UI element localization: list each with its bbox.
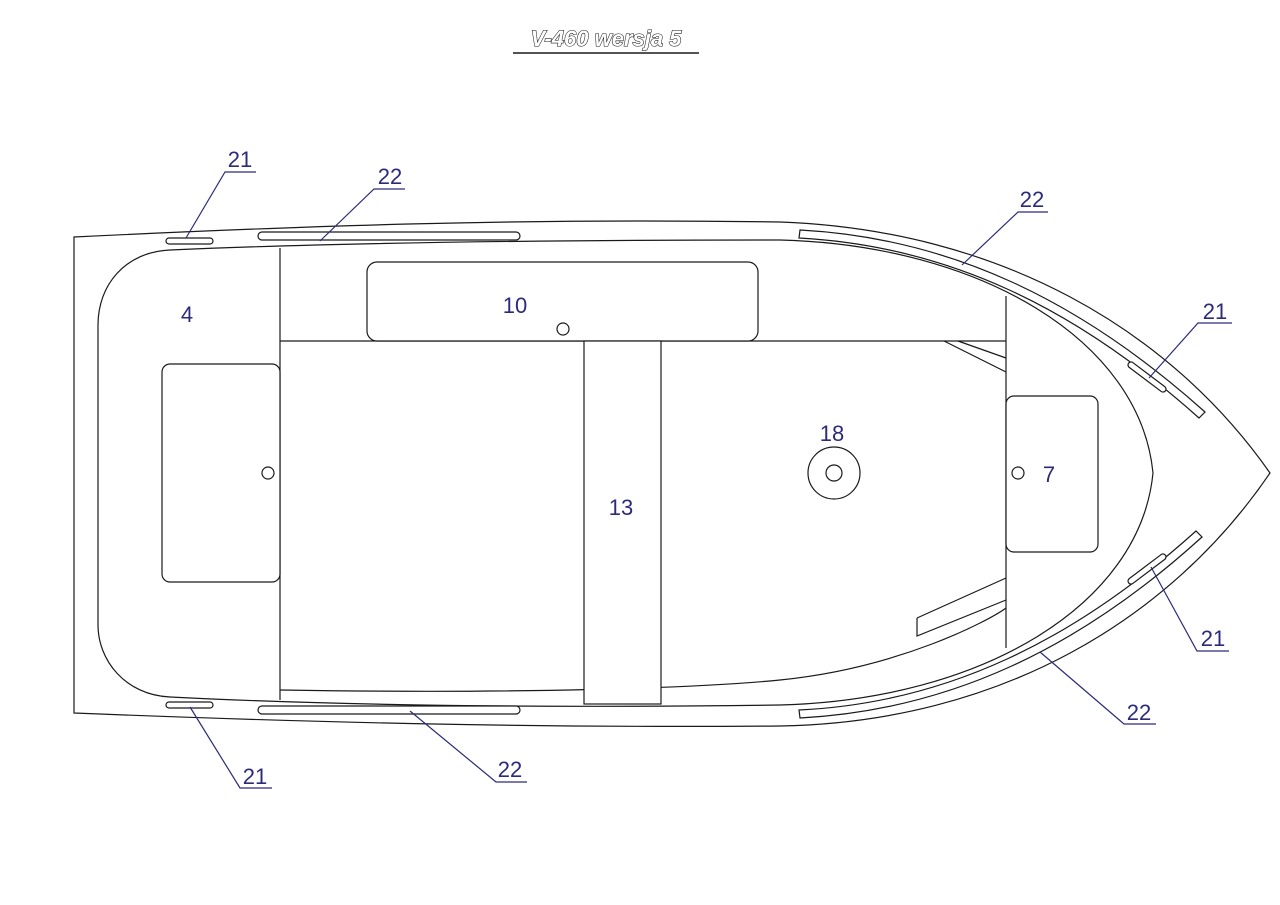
drain-plug-inner-icon <box>825 464 843 482</box>
stern-hatch-latch-icon <box>261 466 275 480</box>
drain-plug-outer-icon <box>807 446 861 500</box>
callout-leader <box>189 706 272 789</box>
callout-number: 22 <box>378 164 402 189</box>
cleat-top-fwd <box>1127 361 1167 393</box>
callout-rub-strip-bottom-right: 22 <box>1039 651 1156 725</box>
callout-number: 22 <box>1127 700 1151 725</box>
rub-strip-bottom-aft <box>257 705 521 715</box>
cleat-bottom-fwd <box>1127 553 1167 585</box>
callout-cleat-top-left: 21 <box>185 147 256 239</box>
title-text: V-460 wersja 5 <box>531 26 683 51</box>
rub-strip-top-aft <box>257 231 521 241</box>
drawing-title: V-460 wersja 5 <box>513 25 699 54</box>
callout-number: 21 <box>1203 299 1227 324</box>
bow-hatch-latch-icon <box>1011 466 1025 480</box>
bow-floor-detail-top <box>943 340 1007 373</box>
label-bow-seat: 7 <box>1043 462 1055 487</box>
callout-leader <box>1148 322 1232 379</box>
callout-number: 22 <box>1020 187 1044 212</box>
callout-cleat-right-upper: 21 <box>1148 299 1232 379</box>
callout-rub-strip-top-right: 22 <box>961 187 1048 266</box>
callout-rub-strip-top-left: 22 <box>319 164 405 242</box>
callout-cleat-right-lower: 21 <box>1150 566 1229 652</box>
callout-leader <box>961 211 1048 266</box>
callout-number: 21 <box>243 764 267 789</box>
side-locker <box>366 261 759 342</box>
callout-rub-strip-bottom-left: 22 <box>409 710 527 783</box>
bow-floor-detail-bottom <box>916 577 1007 637</box>
hull-outer-outline <box>73 220 1271 727</box>
rub-strip-bottom-fwd <box>798 530 1203 719</box>
floor-bottom-line <box>279 607 1007 692</box>
cleat-top-aft <box>165 237 214 245</box>
callout-leader <box>1150 566 1229 652</box>
label-stern-seat: 4 <box>181 302 193 327</box>
callout-leader <box>319 188 405 242</box>
stern-hatch <box>161 363 281 583</box>
callout-leader <box>185 171 256 239</box>
label-side-locker: 10 <box>503 293 527 318</box>
bow-hatch <box>1005 395 1099 553</box>
locker-latch-icon <box>556 322 570 336</box>
middle-bench <box>583 340 662 705</box>
rub-strip-top-fwd <box>798 229 1206 419</box>
callout-number: 22 <box>498 757 522 782</box>
callout-leader <box>1039 651 1156 725</box>
callout-number: 21 <box>228 147 252 172</box>
label-middle-bench: 13 <box>609 495 633 520</box>
label-drain-plug: 18 <box>820 421 844 446</box>
callout-leader <box>409 710 527 783</box>
hull-inner-gunwale <box>97 239 1154 707</box>
callout-number: 21 <box>1201 626 1225 651</box>
callout-cleat-bottom-left: 21 <box>189 706 272 789</box>
cleat-bottom-aft <box>165 701 214 709</box>
